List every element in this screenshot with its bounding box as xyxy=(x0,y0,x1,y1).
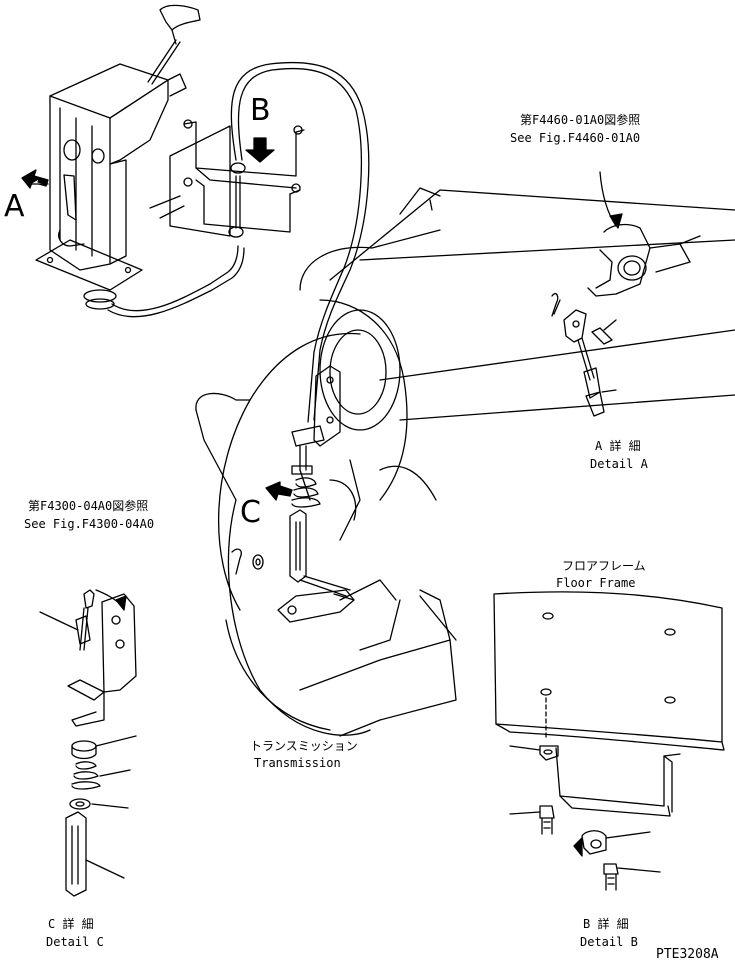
transmission-bracket xyxy=(291,365,341,475)
arrow-b-icon xyxy=(245,137,275,163)
arrow-a-icon xyxy=(21,169,49,189)
callout-a: A xyxy=(4,189,25,224)
ref-detail-a-en: See Fig.F4460-01A0 xyxy=(510,131,641,145)
transmission-body xyxy=(195,187,735,737)
spring-link-c xyxy=(231,477,355,623)
floor-frame-jp: フロアフレーム xyxy=(562,559,646,573)
arrow-c-icon xyxy=(265,481,293,501)
detail-c-jp: C 詳 細 xyxy=(48,917,94,931)
ref-detail-a-jp: 第F4460-01A0図参照 xyxy=(520,113,641,127)
callout-c: C xyxy=(240,495,261,530)
detail-c-en: Detail C xyxy=(46,935,104,949)
detail-c-drawing xyxy=(39,589,137,897)
detail-b-jp: B 詳 細 xyxy=(583,917,629,931)
transmission-jp: トランスミッション xyxy=(250,739,358,753)
figure-code: PTE3208A xyxy=(656,947,719,962)
floor-frame-drawing xyxy=(493,591,725,751)
transmission-en: Transmission xyxy=(254,756,341,770)
bracket-b xyxy=(169,119,305,238)
control-cable xyxy=(230,61,370,423)
detail-b-drawing xyxy=(509,745,681,891)
ref-detail-c-en: See Fig.F4300-04A0 xyxy=(24,517,155,531)
detail-a-drawing xyxy=(551,171,701,417)
detail-b-en: Detail B xyxy=(580,935,638,949)
ref-detail-c-jp: 第F4300-04A0図参照 xyxy=(28,499,149,513)
detail-a-en: Detail A xyxy=(590,457,648,471)
detail-a-jp: A 詳 細 xyxy=(595,439,641,453)
floor-frame-en: Floor Frame xyxy=(556,576,636,590)
callout-b: B xyxy=(250,93,271,128)
lever-assembly xyxy=(35,4,245,318)
